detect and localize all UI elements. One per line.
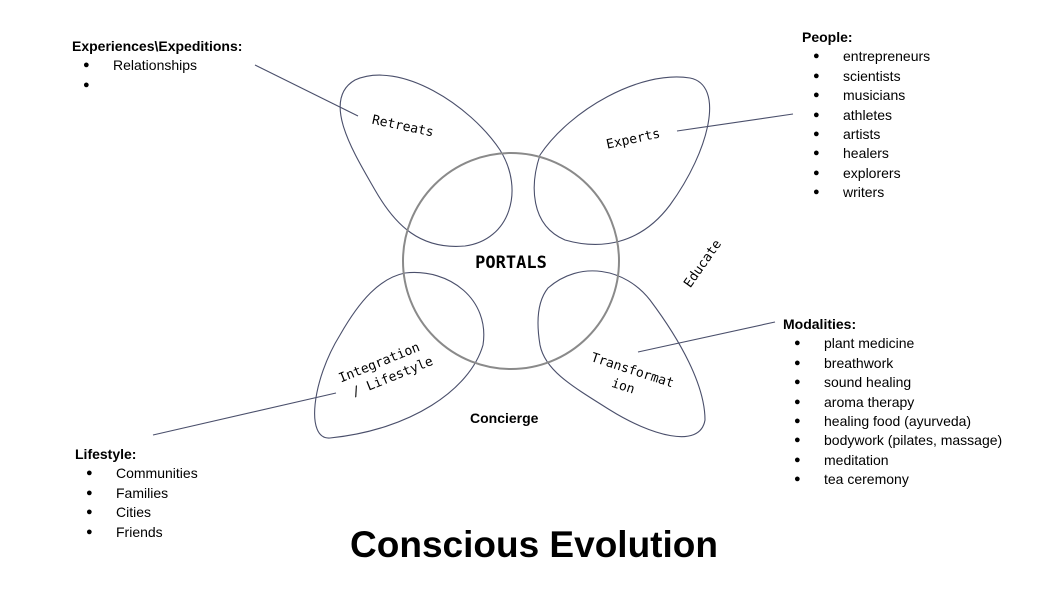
list-item: Cities	[75, 503, 198, 523]
educate-label: Educate	[681, 237, 725, 291]
connector-lifestyle	[152, 392, 337, 436]
concierge-label: Concierge	[470, 410, 539, 426]
connector-people	[676, 113, 794, 132]
center-label: PORTALS	[475, 253, 547, 273]
page-title: Conscious Evolution	[350, 524, 718, 565]
list-item: Families	[75, 484, 198, 504]
petal-label-experts: Experts	[605, 127, 662, 153]
list-item: musicians	[802, 86, 930, 106]
petal-integration-lifestyle	[314, 271, 485, 439]
list-item: scientists	[802, 67, 930, 87]
experiences-heading: Experiences\Expeditions:	[72, 38, 243, 54]
list-item: writers	[802, 183, 930, 203]
petal-retreats	[339, 74, 513, 247]
people-heading: People:	[802, 29, 853, 45]
modalities-heading: Modalities:	[783, 316, 857, 332]
connector-modalities	[637, 321, 776, 353]
lifestyle-block: Lifestyle: Communities Families Cities F…	[75, 445, 198, 542]
list-item: healing food (ayurveda)	[783, 412, 1002, 432]
list-item: artists	[802, 125, 930, 145]
list-item: Friends	[75, 523, 198, 543]
portals-circle	[402, 152, 620, 370]
list-item: aroma therapy	[783, 393, 1002, 413]
list-item: athletes	[802, 106, 930, 126]
list-item	[72, 76, 242, 96]
experiences-block: Experiences\Expeditions: Relationships	[72, 37, 243, 96]
list-item: Communities	[75, 464, 198, 484]
list-item: Relationships	[72, 56, 242, 76]
connector-experiences	[254, 64, 359, 117]
list-item: breathwork	[783, 354, 1002, 374]
list-item: entrepreneurs	[802, 47, 930, 67]
lifestyle-heading: Lifestyle:	[75, 446, 137, 462]
list-item: bodywork (pilates, massage)	[783, 431, 1002, 451]
petal-transformation	[537, 270, 706, 438]
list-item: sound healing	[783, 373, 1002, 393]
modalities-block: Modalities: plant medicine breathwork so…	[783, 315, 1002, 490]
list-item: plant medicine	[783, 334, 1002, 354]
petal-experts	[533, 76, 711, 245]
people-block: People: entrepreneurs scientists musicia…	[802, 28, 930, 203]
list-item: explorers	[802, 164, 930, 184]
list-item: healers	[802, 144, 930, 164]
petal-label-retreats: Retreats	[371, 113, 435, 141]
petal-label-transformation-line2: ion	[609, 376, 636, 398]
list-item: meditation	[783, 451, 1002, 471]
list-item: tea ceremony	[783, 470, 1002, 490]
